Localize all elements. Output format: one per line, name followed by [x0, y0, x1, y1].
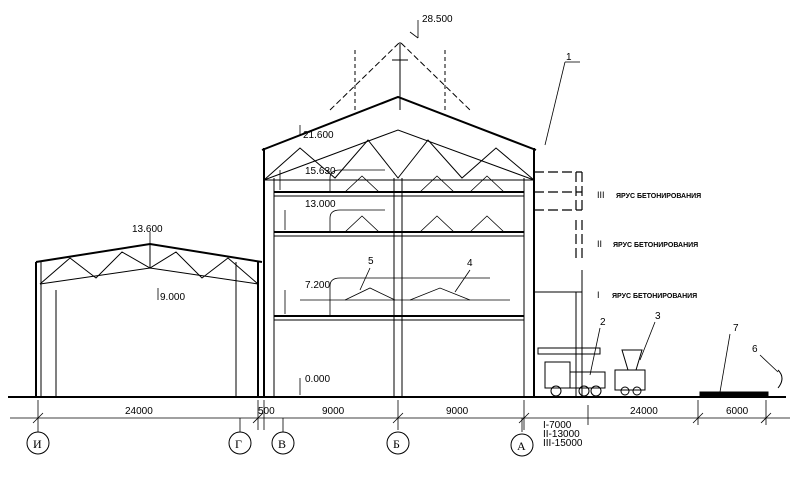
tier-1-label: ЯРУС БЕТОНИРОВАНИЯ — [612, 293, 697, 300]
item-6-shape — [777, 369, 783, 389]
callout-1: 1 — [566, 52, 572, 63]
elevation-truss-bottom: 21.600 — [303, 130, 334, 141]
tier-2-label: ЯРУС БЕТОНИРОВАНИЯ — [613, 242, 698, 249]
storage-platform — [699, 391, 769, 397]
callout-7: 7 — [733, 323, 739, 334]
tier-height-1: I-7000 — [543, 420, 572, 431]
callout-2: 2 — [600, 317, 606, 328]
axis-a: А — [517, 439, 526, 453]
tier-height-3: III-15000 — [543, 438, 583, 449]
elevation-tier3: 15.630 — [305, 166, 336, 177]
elevation-top: 28.500 — [422, 14, 453, 25]
dim-9000-a: 9000 — [322, 406, 345, 417]
tier-height-2: II-13000 — [543, 429, 580, 440]
callout-6: 6 — [752, 344, 758, 355]
dim-6000: 6000 — [726, 406, 749, 417]
axis-bubbles — [26, 431, 534, 457]
tier-1-roman: I — [597, 290, 600, 300]
dim-9000-b: 9000 — [446, 406, 469, 417]
elevation-hall-top: 13.600 — [132, 224, 163, 235]
tier-2-roman: II — [597, 239, 602, 249]
tier-3-roman: III — [597, 190, 605, 200]
elevation-hall-crane: 9.000 — [160, 292, 185, 303]
main-building — [261, 41, 583, 397]
axis-i: И — [33, 437, 42, 451]
dim-500: 500 — [258, 406, 275, 417]
dim-24000-left: 24000 — [125, 406, 153, 417]
callout-5: 5 — [368, 256, 374, 267]
callout-3: 3 — [655, 311, 661, 322]
elevation-tier1: 7.200 — [305, 280, 330, 291]
axis-b: Б — [393, 437, 400, 451]
elevation-ground: 0.000 — [305, 374, 330, 385]
dim-24000-right: 24000 — [630, 406, 658, 417]
axis-v: В — [278, 437, 286, 451]
tier-3-label: ЯРУС БЕТОНИРОВАНИЯ — [616, 193, 701, 200]
axis-g: Г — [235, 437, 242, 451]
concrete-pump-truck — [537, 347, 646, 397]
callout-4: 4 — [467, 258, 473, 269]
dimension-line — [10, 400, 790, 432]
elevation-tier2: 13.000 — [305, 199, 336, 210]
